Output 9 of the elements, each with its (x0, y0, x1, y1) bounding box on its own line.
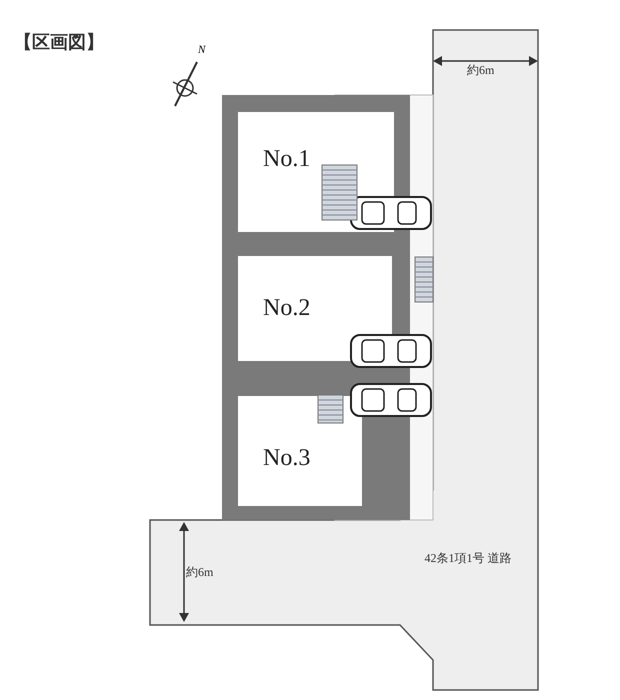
title: 【区画図】 (14, 31, 104, 54)
lot-block (222, 380, 410, 520)
dimension-label: 約6m (467, 62, 494, 79)
dimension-label: 約6m (186, 564, 214, 581)
lot-number: No.1 (263, 146, 310, 173)
north-label: N (198, 44, 206, 56)
lot-number: No.3 (263, 445, 310, 472)
road-label: 42条1項1号 道路 (424, 550, 512, 567)
lot-number: No.2 (263, 295, 310, 322)
